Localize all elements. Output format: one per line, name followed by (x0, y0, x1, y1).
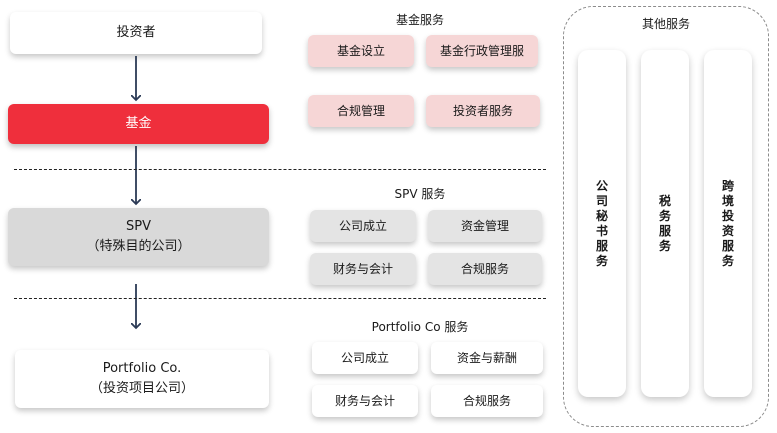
fund-service-compliance: 合规管理 (308, 95, 414, 127)
fund-box: 基金 (8, 104, 269, 144)
portfolio-subtitle: （投资项目公司） (89, 381, 194, 396)
portfolio-services-title: Portfolio Co 服务 (371, 320, 469, 334)
fund-service-setup: 基金设立 (308, 35, 414, 67)
spv-service-treasury: 资金管理 (428, 210, 542, 242)
portfolio-service-payroll: 资金与薪酬 (431, 342, 543, 374)
fund-service-admin: 基金行政管理服 (426, 35, 538, 67)
portfolio-title: Portfolio Co. (102, 361, 182, 376)
other-service-cross-border: 跨境投资服务 (704, 50, 752, 397)
portfolio-service-incorporation: 公司成立 (312, 342, 418, 374)
spv-subtitle: （特殊目的公司） (86, 239, 191, 254)
investor-label: 投资者 (116, 25, 156, 40)
separator-fund-spv (14, 169, 546, 170)
spv-service-accounting: 财务与会计 (310, 253, 416, 285)
spv-service-compliance: 合规服务 (428, 253, 542, 285)
other-service-label: 公司秘书服务 (595, 178, 608, 268)
spv-service-incorporation: 公司成立 (310, 210, 416, 242)
portfolio-service-compliance: 合规服务 (431, 385, 543, 417)
spv-box: SPV （特殊目的公司） (8, 208, 269, 266)
other-service-tax: 税务服务 (641, 50, 689, 397)
fund-service-investor: 投资者服务 (426, 95, 540, 127)
other-service-label: 税务服务 (658, 193, 671, 253)
separator-spv-portfolio (14, 298, 546, 299)
other-services-panel (563, 6, 769, 427)
fund-services-title: 基金服务 (395, 13, 444, 27)
portfolio-box: Portfolio Co. （投资项目公司） (15, 350, 269, 408)
fund-label: 基金 (125, 116, 152, 131)
other-service-label: 跨境投资服务 (721, 178, 734, 268)
spv-services-title: SPV 服务 (394, 187, 446, 201)
portfolio-service-accounting: 财务与会计 (312, 385, 418, 417)
other-services-title: 其他服务 (641, 17, 690, 31)
investor-box: 投资者 (10, 12, 262, 54)
spv-title: SPV (126, 219, 151, 234)
other-service-company-secretary: 公司秘书服务 (578, 50, 626, 397)
